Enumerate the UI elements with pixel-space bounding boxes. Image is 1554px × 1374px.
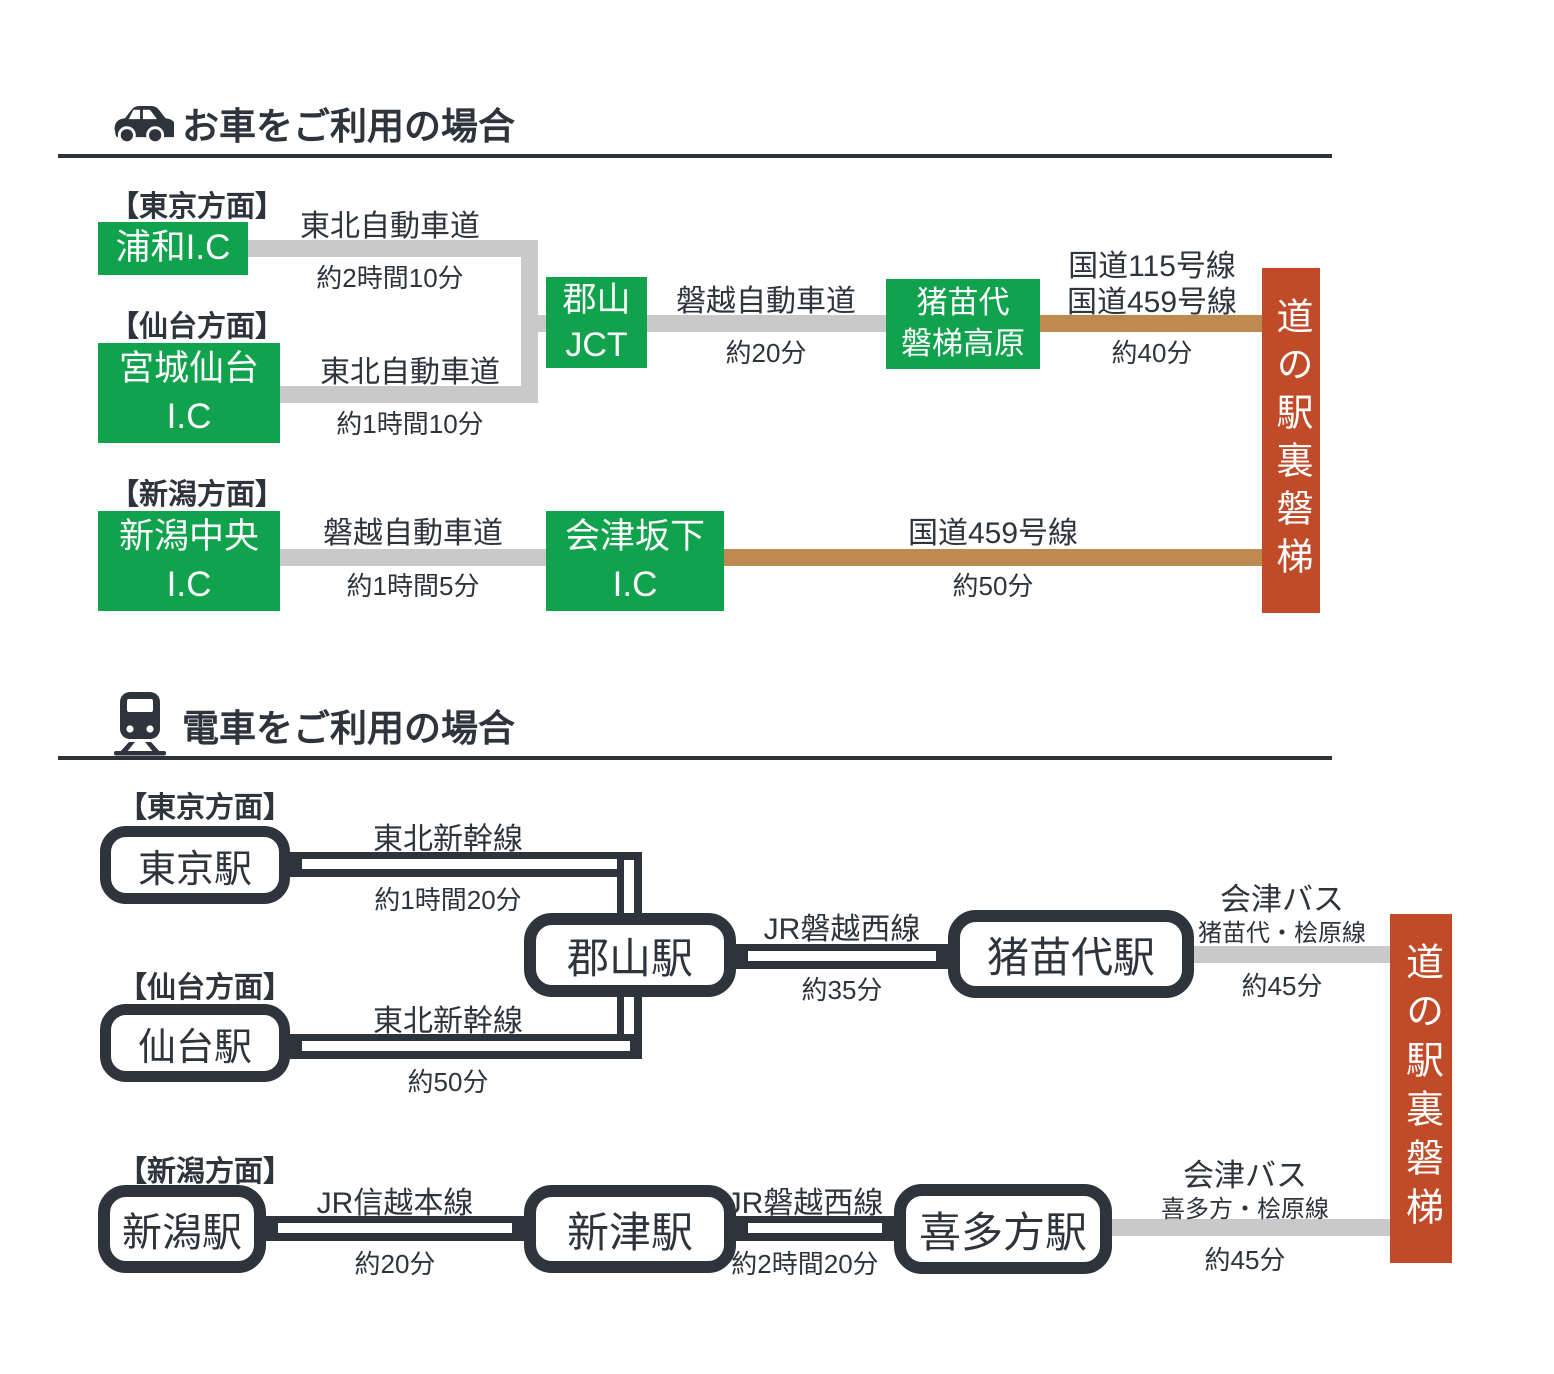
node-aizu-bange-ic: 会津坂下 I.C [546, 511, 724, 611]
node-koriyama-jct-l2: JCT [565, 325, 628, 364]
node-koriyama-jct-l1: 郡山 [562, 281, 631, 320]
bus-line-inawashiro [1194, 946, 1390, 963]
station-sendai: 仙台駅 [100, 1004, 290, 1082]
station-inawashiro-label: 猪苗代駅 [986, 933, 1155, 981]
road-tohoku-expwy-urawa [248, 240, 538, 257]
road-merge-bracket [521, 240, 538, 403]
rail-label-shinkansen-sendai: 東北新幹線 [373, 1005, 523, 1038]
time-inawashiro-dest: 約45分 [1241, 971, 1323, 1001]
node-niigata-chuo-ic: 新潟中央 I.C [98, 511, 280, 611]
rail-tohoku-shinkansen-sendai [290, 1034, 642, 1059]
station-inawashiro: 猪苗代駅 [948, 910, 1194, 998]
road-tohoku-expwy-sendai [280, 386, 538, 403]
rail-corner-tokyo-koriyama [617, 852, 642, 915]
rail-label-jr-banetsu-west-south: JR磐越西線 [726, 1187, 884, 1220]
node-niigata-chuo-l2: I.C [166, 565, 212, 604]
car-section-divider [58, 154, 1332, 158]
train-icon [114, 692, 166, 756]
time-niigata-bange: 約1時間5分 [346, 571, 480, 601]
station-niigata: 新潟駅 [98, 1185, 266, 1273]
road-label-tohoku-expwy-urawa: 東北自動車道 [300, 210, 480, 243]
rail-label-jr-banetsu-west-north: JR磐越西線 [763, 913, 921, 946]
time-bange-dest: 約50分 [952, 571, 1034, 601]
road-label-banetsu-expwy-south: 磐越自動車道 [323, 517, 503, 550]
road-label-route459-south: 国道459号線 [907, 517, 1079, 550]
rail-jr-shinetsu [266, 1216, 524, 1241]
node-urawa-ic: 浦和I.C [98, 222, 248, 275]
road-banetsu-expwy-north [647, 315, 886, 332]
node-miyagi-sendai-l1: 宮城仙台 [118, 348, 259, 388]
road-merge-stub [538, 315, 546, 332]
node-inawashiro-l1: 猪苗代 [916, 285, 1010, 321]
car-direction-tokyo: 【東京方面】 [110, 191, 285, 223]
car-direction-niigata: 【新潟方面】 [110, 479, 285, 511]
road-label-route459-north: 国道459号線 [1066, 286, 1238, 319]
road-route115-459 [1040, 315, 1262, 332]
car-section-title: お車をご利用の場合 [182, 106, 515, 147]
station-koriyama: 郡山駅 [524, 913, 736, 997]
time-inawashiro-dest: 約40分 [1111, 338, 1193, 368]
station-tokyo-label: 東京駅 [137, 848, 252, 891]
train-section-divider [58, 756, 1332, 760]
node-inawashiro-l2: 磐梯高原 [901, 326, 1025, 361]
road-label-route115: 国道115号線 [1068, 250, 1236, 283]
node-miyagi-sendai-l2: I.C [166, 397, 212, 436]
node-aizu-bange-l1: 会津坂下 [564, 516, 705, 556]
station-kitakata: 喜多方駅 [894, 1184, 1112, 1274]
road-label-tohoku-expwy-sendai: 東北自動車道 [320, 356, 500, 389]
time-sendai-koriyama: 約50分 [407, 1067, 489, 1097]
node-miyagi-sendai-ic: 宮城仙台 I.C [98, 343, 280, 443]
destination-michinoeki-urabandai-car: 道の駅裏磐梯 [1262, 268, 1320, 613]
station-niitsu: 新津駅 [524, 1185, 736, 1273]
bus-label-aizu-inawashiro: 会津バス [1220, 882, 1344, 917]
node-aizu-bange-l2: I.C [612, 565, 658, 604]
train-direction-sendai: 【仙台方面】 [118, 972, 293, 1004]
train-section-title: 電車をご利用の場合 [182, 708, 515, 749]
road-route459-south [724, 549, 1262, 566]
time-tokyo-koriyama: 約1時間20分 [374, 885, 522, 915]
time-niigata-niitsu: 約20分 [354, 1249, 436, 1279]
time-kitakata-dest: 約45分 [1204, 1245, 1286, 1275]
time-sendai-jct: 約1時間10分 [336, 409, 484, 439]
car-icon [114, 105, 174, 145]
rail-jr-banetsu-west-north [736, 944, 948, 969]
road-label-banetsu-expwy-north: 磐越自動車道 [676, 285, 856, 318]
rail-jr-banetsu-west-south [736, 1216, 894, 1241]
station-sendai-label: 仙台駅 [137, 1026, 252, 1069]
bus-line-kitakata [1112, 1219, 1390, 1236]
time-niitsu-kitakata: 約2時間20分 [731, 1249, 879, 1279]
node-inawashiro-bandai-kogen: 猪苗代 磐梯高原 [886, 279, 1040, 369]
node-niigata-chuo-l1: 新潟中央 [118, 516, 259, 556]
road-banetsu-expwy-south [280, 549, 546, 566]
car-direction-sendai: 【仙台方面】 [110, 311, 285, 343]
station-tokyo: 東京駅 [100, 826, 290, 904]
bus-label-aizu-kitakata: 会津バス [1183, 1158, 1307, 1193]
destination-michinoeki-urabandai-train: 道の駅裏磐梯 [1390, 914, 1452, 1263]
rail-tohoku-shinkansen-tokyo [290, 852, 642, 877]
station-kitakata-label: 喜多方駅 [918, 1208, 1087, 1256]
rail-label-jr-shinetsu: JR信越本線 [316, 1187, 474, 1220]
station-niitsu-label: 新津駅 [566, 1208, 693, 1256]
rail-label-shinkansen-tokyo: 東北新幹線 [373, 823, 523, 856]
time-jct-inawashiro: 約20分 [725, 338, 807, 368]
time-koriyama-inawashiro: 約35分 [801, 975, 883, 1005]
time-urawa-jct: 約2時間10分 [316, 263, 464, 293]
train-direction-niigata: 【新潟方面】 [118, 1156, 293, 1188]
bus-sublabel-inawashiro-hibara: 猪苗代・桧原線 [1198, 920, 1366, 947]
bus-sublabel-kitakata-hibara: 喜多方・桧原線 [1161, 1196, 1329, 1223]
node-koriyama-jct: 郡山 JCT [546, 277, 647, 368]
train-direction-tokyo: 【東京方面】 [118, 792, 293, 824]
station-niigata-label: 新潟駅 [122, 1211, 242, 1255]
station-koriyama-label: 郡山駅 [566, 934, 693, 982]
node-urawa-ic-label: 浦和I.C [115, 228, 231, 268]
